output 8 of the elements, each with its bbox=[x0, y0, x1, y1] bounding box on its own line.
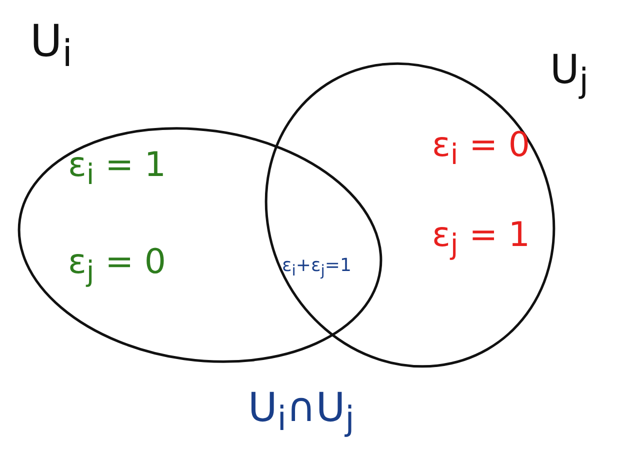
intersection-condition: ε$_{i}$+ε$_{j}$=1 bbox=[282, 257, 352, 279]
condition-text: ε$_{j}$ = 0 bbox=[68, 245, 166, 286]
intersection-label: U$_{i}$∩U$_{j}$ bbox=[248, 388, 354, 436]
condition-text: ε$_{j}$ = 1 bbox=[432, 218, 530, 260]
set-label: U$_{j}$ bbox=[550, 50, 589, 98]
set-label: U$_{i}$ bbox=[30, 20, 72, 72]
condition-text: ε$_{i}$ = 0 bbox=[432, 128, 530, 170]
condition-text: ε$_{i}$ = 1 bbox=[68, 148, 166, 190]
